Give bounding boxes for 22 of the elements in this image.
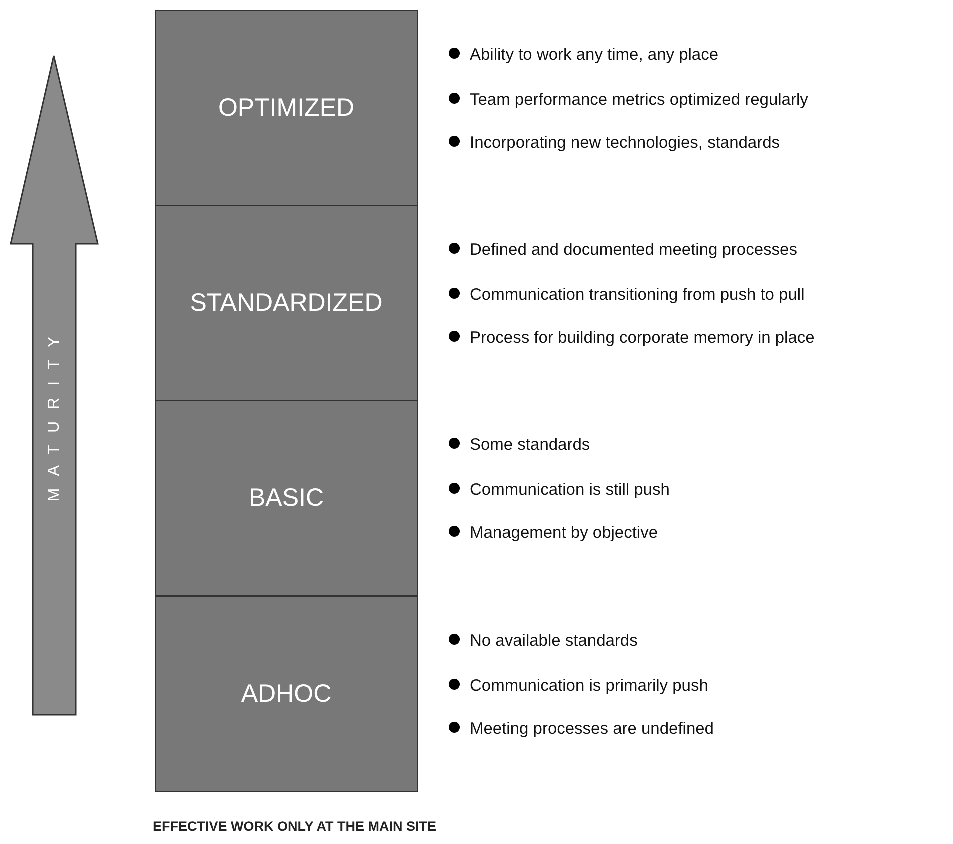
- level-label: OPTIMIZED: [218, 94, 355, 122]
- bullet-text: Process for building corporate memory in place: [470, 329, 815, 348]
- footer-note: EFFECTIVE WORK ONLY AT THE MAIN SITE: [153, 819, 437, 834]
- bullet-text: Management by objective: [470, 524, 658, 543]
- arrow-label: MATURITY: [45, 325, 64, 502]
- bullet-text: Defined and documented meeting processes: [470, 241, 798, 260]
- bullet-text: Meeting processes are undefined: [470, 720, 714, 739]
- level-label: STANDARDIZED: [190, 288, 383, 318]
- bullet-text: No available standards: [470, 632, 638, 651]
- level-label: BASIC: [248, 484, 324, 512]
- bullet-text: Incorporating new technologies, standards: [470, 134, 780, 153]
- level-box: [155, 596, 418, 792]
- level-box: [155, 205, 418, 401]
- bullet-text: Ability to work any time, any place: [470, 46, 719, 65]
- level-box: [155, 10, 418, 206]
- level-label: ADHOC: [241, 680, 332, 708]
- bullet-text: Communication is primarily push: [470, 677, 708, 696]
- bullet-text: Some standards: [470, 436, 590, 455]
- bullet-text: Team performance metrics optimized regularly: [470, 91, 808, 110]
- bullet-text: Communication transitioning from push to pull: [470, 286, 805, 305]
- level-box: [155, 400, 418, 596]
- bullet-text: Communication is still push: [470, 481, 670, 500]
